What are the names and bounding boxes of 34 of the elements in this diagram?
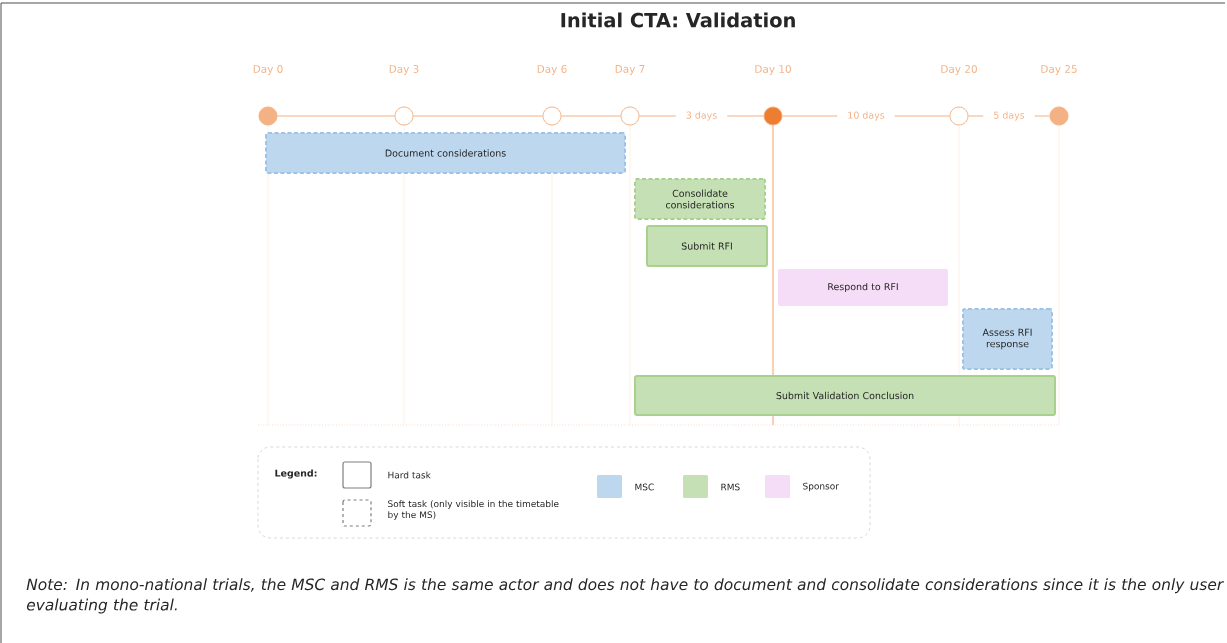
note: Note: In mono-national trials, the MSC and RMS is the same actor and does not have to document and consolidate considerations since it is the only user evaluating the trial. (26, 578, 1224, 614)
legend-text: Sponsor (803, 482, 839, 492)
day-label: Day 0 (253, 65, 283, 75)
day-label: Day 3 (389, 65, 419, 75)
title: Initial CTA: Validation (561, 12, 795, 28)
milestone-circle (258, 106, 278, 126)
milestone-circle (1049, 106, 1069, 126)
legend-text: Hard task (388, 471, 431, 479)
task-box: Respond to RFI (778, 269, 948, 306)
soft-task-box: Document considerations (265, 132, 626, 174)
legend-text: RMS (721, 483, 740, 491)
timeline-line (412, 115, 544, 117)
task-box: Submit RFI (646, 225, 768, 267)
day-label: Day 10 (755, 65, 791, 75)
legend-text: Soft task (only visible in the timetable by the MS) (388, 500, 559, 520)
edge-label: 5 days (983, 108, 1035, 124)
milestone-circle (394, 106, 414, 126)
edge-label: 3 days (675, 108, 728, 124)
legend-text: MSC (635, 483, 654, 491)
milestone-circle (542, 106, 562, 126)
milestone-circle (763, 106, 783, 126)
task-box: Submit Validation Conclusion (634, 375, 1056, 416)
day-label: Day 25 (1041, 65, 1077, 75)
milestone-circle (949, 106, 969, 126)
day-label: Day 20 (941, 65, 977, 75)
timeline-line (560, 115, 622, 117)
timeline-line (276, 115, 396, 117)
edge-label: 10 days (837, 108, 895, 124)
legend-title: Legend: (275, 469, 317, 479)
day-label: Day 7 (615, 65, 645, 75)
soft-task-box: Assess RFI response (962, 308, 1053, 370)
soft-task-box: Consolidate considerations (634, 178, 766, 220)
day-label: Day 6 (537, 65, 567, 75)
milestone-circle (620, 106, 640, 126)
